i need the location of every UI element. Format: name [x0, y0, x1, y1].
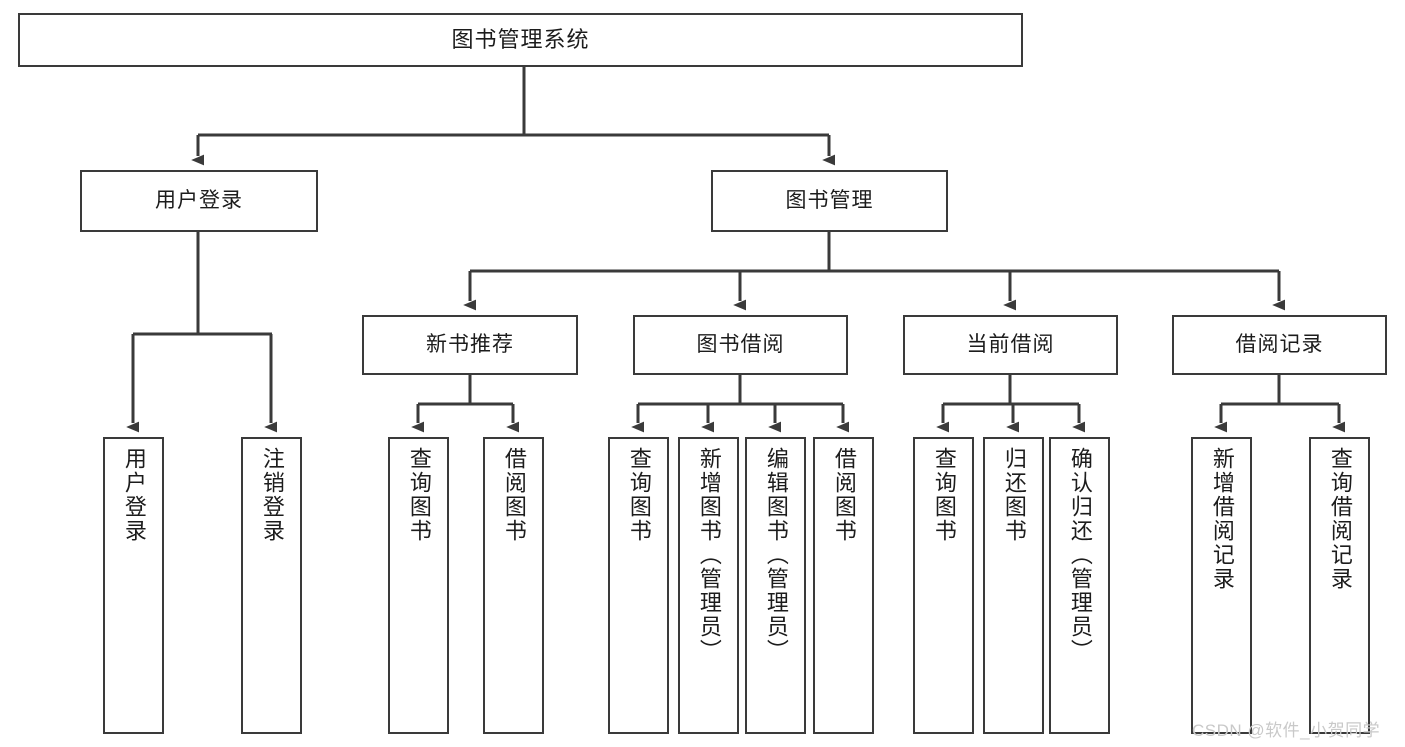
leaf-borrow-book-recommend[interactable]: 借阅图书 [483, 437, 544, 734]
leaf-user-login[interactable]: 用户登录 [103, 437, 164, 734]
node-label: 编辑图书（管理员） [763, 447, 789, 663]
node-label: 新书推荐 [426, 333, 514, 357]
node-label: 注销登录 [259, 447, 285, 543]
node-current-borrow[interactable]: 当前借阅 [903, 315, 1118, 375]
node-label: 图书管理 [785, 189, 874, 213]
node-book-management[interactable]: 图书管理 [711, 170, 948, 232]
leaf-query-book-current[interactable]: 查询图书 [913, 437, 974, 734]
leaf-add-borrow-record[interactable]: 新增借阅记录 [1191, 437, 1252, 734]
node-book-borrow[interactable]: 图书借阅 [633, 315, 848, 375]
leaf-query-book-borrow[interactable]: 查询图书 [608, 437, 669, 734]
node-root-system[interactable]: 图书管理系统 [18, 13, 1023, 67]
node-label: 用户登录 [155, 189, 243, 213]
node-borrow-record[interactable]: 借阅记录 [1172, 315, 1387, 375]
node-label: 当前借阅 [966, 333, 1055, 357]
node-label: 查询借阅记录 [1327, 447, 1353, 591]
node-label: 借阅记录 [1235, 333, 1324, 357]
leaf-borrow-book[interactable]: 借阅图书 [813, 437, 874, 734]
node-label: 确认归还（管理员） [1067, 447, 1093, 663]
watermark: CSDN @软件_小贺同学 [1192, 721, 1381, 740]
node-label: 查询图书 [931, 447, 957, 543]
node-label: 查询图书 [626, 447, 652, 543]
leaf-query-book-recommend[interactable]: 查询图书 [388, 437, 449, 734]
node-label: 借阅图书 [831, 447, 857, 543]
node-user-login[interactable]: 用户登录 [80, 170, 318, 232]
leaf-return-book[interactable]: 归还图书 [983, 437, 1044, 734]
leaf-query-borrow-record[interactable]: 查询借阅记录 [1309, 437, 1370, 734]
node-new-book-recommend[interactable]: 新书推荐 [362, 315, 578, 375]
node-label: 用户登录 [121, 447, 147, 543]
node-label: 图书借阅 [696, 333, 785, 357]
leaf-edit-book-admin[interactable]: 编辑图书（管理员） [745, 437, 806, 734]
leaf-logout[interactable]: 注销登录 [241, 437, 302, 734]
leaf-confirm-return-admin[interactable]: 确认归还（管理员） [1049, 437, 1110, 734]
node-label: 借阅图书 [501, 447, 527, 543]
node-label: 新增图书（管理员） [696, 447, 722, 663]
node-label: 新增借阅记录 [1209, 447, 1235, 591]
node-label: 查询图书 [406, 447, 432, 543]
node-label: 图书管理系统 [451, 26, 590, 52]
leaf-add-book-admin[interactable]: 新增图书（管理员） [678, 437, 739, 734]
node-label: 归还图书 [1001, 447, 1027, 543]
